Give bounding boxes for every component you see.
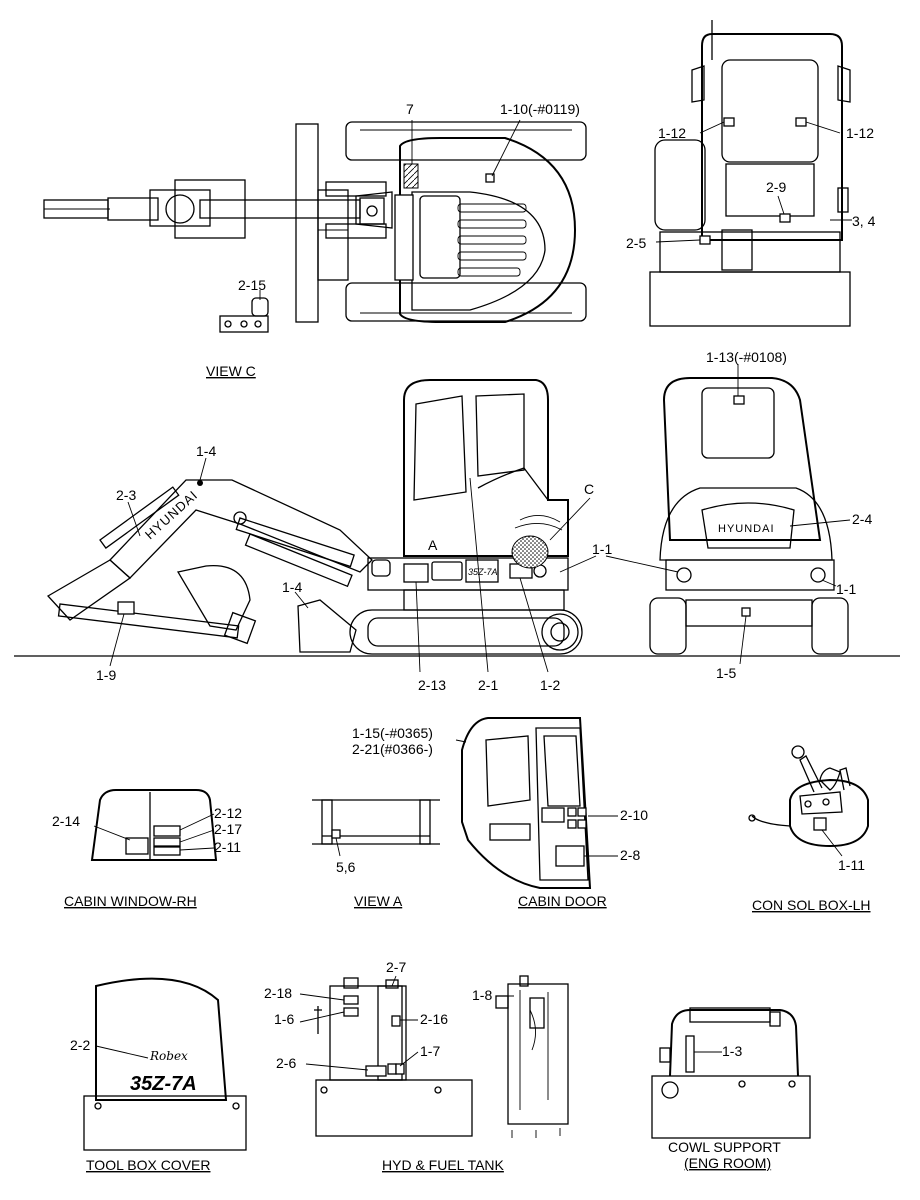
callout-2-16: 2-16 bbox=[420, 1011, 448, 1027]
caption-view-a: VIEW A bbox=[354, 893, 403, 909]
callout-2-3: 2-3 bbox=[116, 487, 136, 503]
hyundai-rear-text: HYUNDAI bbox=[718, 523, 775, 535]
top-view-excavator: 7 1-10(-#0119) 2-15 VIEW C bbox=[43, 101, 587, 379]
callout-1-10: 1-10(-#0119) bbox=[500, 101, 580, 117]
callout-2-15: 2-15 bbox=[238, 277, 266, 293]
callout-5-6: 5,6 bbox=[336, 859, 356, 875]
side-view-excavator: 35Z-7A HYUNDAI 1-4 2-3 1 bbox=[14, 379, 900, 693]
callout-2-14: 2-14 bbox=[52, 813, 80, 829]
callout-2-18: 2-18 bbox=[264, 985, 292, 1001]
callout-2-4: 2-4 bbox=[852, 511, 872, 527]
pilot-valve-detail bbox=[219, 297, 269, 333]
cabin-door: 1-15(-#0365) 2-21(#0366-) 2-10 2-8 CABIN… bbox=[352, 717, 648, 909]
caption-view-c: VIEW C bbox=[206, 363, 256, 379]
hyd-fuel-tank: 2-18 2-7 1-6 2-16 2-6 1-7 1-8 HYD & FUEL… bbox=[264, 959, 569, 1173]
rear-view-excavator: HYUNDAI 1-13(-#0108) 2-4 1-1 1-5 bbox=[605, 349, 872, 681]
callout-2-11: 2-11 bbox=[214, 839, 241, 855]
caption-cabin-window-rh: CABIN WINDOW-RH bbox=[64, 893, 197, 909]
caption-tool-box-cover: TOOL BOX COVER bbox=[86, 1157, 210, 1173]
callout-2-6: 2-6 bbox=[276, 1055, 296, 1071]
callout-2-17: 2-17 bbox=[214, 821, 242, 837]
callout-2-7: 2-7 bbox=[386, 959, 406, 975]
callout-1-11: 1-11 bbox=[838, 857, 865, 873]
callout-2-21: 2-21(#0366-) bbox=[352, 741, 433, 757]
callout-2-2: 2-2 bbox=[70, 1037, 90, 1053]
callout-2-13: 2-13 bbox=[418, 677, 446, 693]
caption-eng-room: (ENG ROOM) bbox=[684, 1155, 771, 1171]
callout-1-12-left: 1-12 bbox=[658, 125, 686, 141]
view-c-marker: C bbox=[584, 481, 594, 497]
callout-1-15: 1-15(-#0365) bbox=[352, 725, 433, 741]
callout-1-2: 1-2 bbox=[540, 677, 560, 693]
cabin-window-rh: 2-14 2-12 2-17 2-11 CABIN WINDOW-RH bbox=[52, 789, 242, 909]
cowl-support: 1-3 COWL SUPPORT (ENG ROOM) bbox=[651, 1007, 811, 1171]
callout-2-12: 2-12 bbox=[214, 805, 242, 821]
model-mark-toolbox: 35Z-7A bbox=[130, 1073, 197, 1095]
callout-2-9: 2-9 bbox=[766, 179, 786, 195]
callout-1-13: 1-13(-#0108) bbox=[706, 349, 787, 365]
robex-script: Robex bbox=[149, 1049, 188, 1063]
callout-1-5: 1-5 bbox=[716, 665, 736, 681]
callout-1-12-right: 1-12 bbox=[846, 125, 874, 141]
model-mark-side: 35Z-7A bbox=[468, 567, 498, 577]
callout-2-5: 2-5 bbox=[626, 235, 646, 251]
console-box-lh: 1-11 CON SOL BOX-LH bbox=[748, 745, 871, 913]
callout-7: 7 bbox=[406, 101, 414, 117]
callout-2-1: 2-1 bbox=[478, 677, 498, 693]
callout-1-4-bucket: 1-4 bbox=[282, 579, 302, 595]
front-view-cabin: 1-12 1-12 2-9 3, 4 2-5 bbox=[626, 20, 876, 327]
callout-3-4: 3, 4 bbox=[852, 213, 876, 229]
view-a-detail: 5,6 VIEW A bbox=[312, 799, 440, 909]
callout-1-3: 1-3 bbox=[722, 1043, 742, 1059]
callout-1-9: 1-9 bbox=[96, 667, 116, 683]
callout-2-8: 2-8 bbox=[620, 847, 640, 863]
callout-2-10: 2-10 bbox=[620, 807, 648, 823]
tool-box-cover: Robex 35Z-7A 2-2 TOOL BOX COVER bbox=[70, 977, 247, 1173]
callout-1-7: 1-7 bbox=[420, 1043, 440, 1059]
caption-con-sol-box-lh: CON SOL BOX-LH bbox=[752, 897, 871, 913]
callout-1-8: 1-8 bbox=[472, 987, 492, 1003]
view-a-marker: A bbox=[428, 537, 438, 553]
callout-1-1-rear: 1-1 bbox=[836, 581, 856, 597]
caption-cowl-support: COWL SUPPORT bbox=[668, 1139, 781, 1155]
callout-1-1-side: 1-1 bbox=[592, 541, 612, 557]
callout-1-6: 1-6 bbox=[274, 1011, 294, 1027]
callout-1-4-top: 1-4 bbox=[196, 443, 216, 459]
caption-hyd-fuel-tank: HYD & FUEL TANK bbox=[382, 1157, 505, 1173]
caption-cabin-door: CABIN DOOR bbox=[518, 893, 607, 909]
